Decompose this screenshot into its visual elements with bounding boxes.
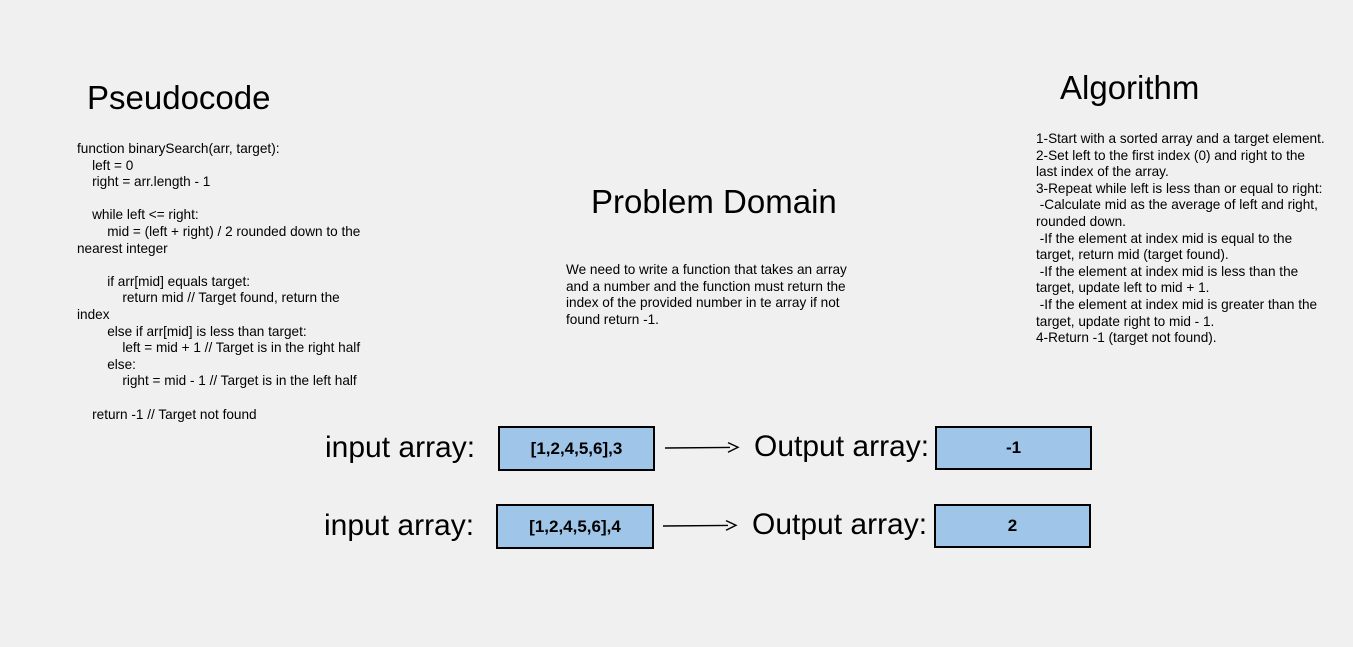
pseudocode-line: return -1 // Target not found — [77, 406, 257, 422]
output-box: 2 — [934, 504, 1091, 548]
pseudocode-line: right = arr.length - 1 — [77, 174, 211, 190]
input-label: input array: — [324, 509, 475, 542]
pseudocode-line: right = mid - 1 // Target is in the left… — [77, 373, 357, 389]
algorithm-step: 3-Repeat while left is less than or equa… — [1036, 180, 1323, 196]
input-box: [1,2,4,5,6],3 — [498, 426, 655, 471]
algorithm-title: Algorithm — [1060, 69, 1200, 106]
input-box: [1,2,4,5,6],4 — [496, 504, 654, 549]
pseudocode-line: if arr[mid] equals target: — [77, 273, 251, 289]
problem-domain-title: Problem Domain — [591, 183, 837, 220]
algorithm-step: 4-Return -1 (target not found). — [1036, 330, 1217, 346]
pseudocode-line: else: — [77, 356, 136, 372]
pseudocode-title: Pseudocode — [87, 79, 271, 116]
algorithm-step: -Calculate mid as the average of left an… — [1036, 197, 1322, 229]
arrow-icon — [664, 441, 740, 453]
output-label: Output array: — [754, 430, 930, 463]
output-label: Output array: — [752, 508, 928, 541]
algorithm-step: -If the element at index mid is less tha… — [1036, 263, 1302, 296]
pseudocode-block: function binarySearch(arr, target): left… — [77, 141, 369, 423]
pseudocode-line: else if arr[mid] is less than target: — [77, 323, 307, 339]
input-label: input array: — [325, 431, 476, 464]
pseudocode-line: return mid // Target found, return the i… — [77, 290, 344, 322]
pseudocode-line: while left <= right: — [77, 207, 199, 223]
algorithm-step: -If the element at index mid is equal to… — [1036, 230, 1296, 263]
pseudocode-line: left = mid + 1 // Target is in the right… — [77, 340, 361, 356]
pseudocode-line: mid = (left + right) / 2 rounded down to… — [77, 223, 365, 256]
arrow-icon — [662, 519, 738, 531]
algorithm-step: 2-Set left to the first index (0) and ri… — [1036, 147, 1309, 180]
output-box: -1 — [935, 426, 1092, 470]
pseudocode-line: left = 0 — [77, 157, 134, 173]
problem-domain-text: We need to write a function that takes a… — [566, 262, 847, 327]
pseudocode-line: function binarySearch(arr, target): — [77, 141, 280, 156]
algorithm-block: 1-Start with a sorted array and a target… — [1036, 131, 1328, 347]
algorithm-step: 1-Start with a sorted array and a target… — [1036, 131, 1325, 146]
algorithm-step: -If the element at index mid is greater … — [1036, 296, 1321, 329]
